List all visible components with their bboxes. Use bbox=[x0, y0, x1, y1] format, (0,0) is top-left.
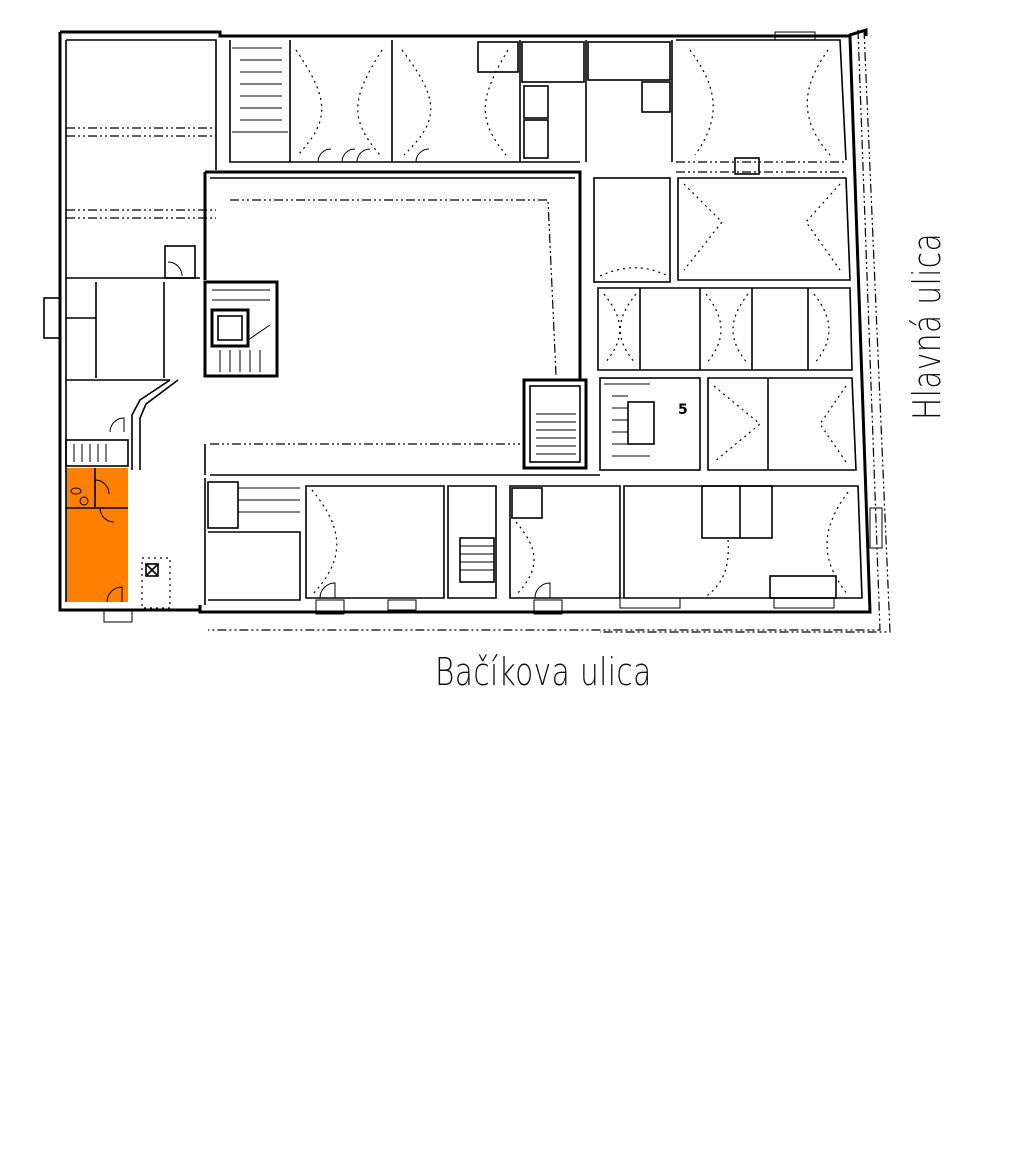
bottom-row-rooms bbox=[65, 439, 863, 609]
central-staircase bbox=[203, 280, 279, 378]
top-row-rooms bbox=[229, 31, 816, 163]
entrance-steps bbox=[315, 507, 883, 615]
unit-number-label: 5 bbox=[678, 402, 688, 418]
street-label-bottom: Bačíkova ulica bbox=[435, 650, 652, 694]
top-right-room bbox=[676, 39, 847, 175]
street-label-right: Hlavná ulica bbox=[905, 233, 949, 420]
floor-plan bbox=[43, 27, 891, 633]
courtyard bbox=[203, 170, 600, 476]
courtyard-staircase bbox=[522, 378, 588, 470]
right-wing-rooms bbox=[593, 177, 853, 371]
unit-5-area[interactable] bbox=[599, 377, 857, 471]
outer-walls bbox=[43, 27, 891, 633]
highlighted-unit[interactable] bbox=[66, 468, 128, 603]
left-wing bbox=[66, 127, 216, 470]
